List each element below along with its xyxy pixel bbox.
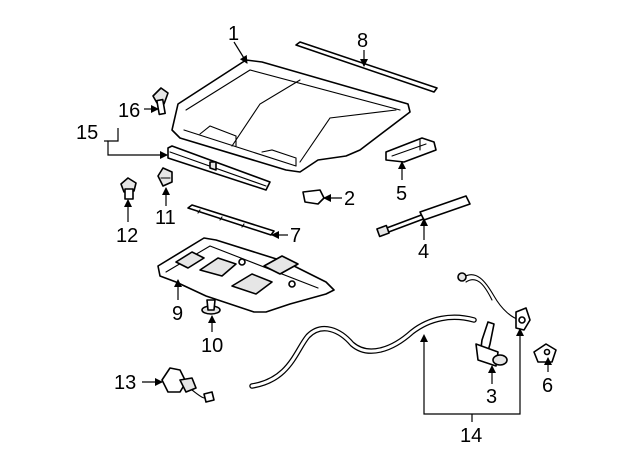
hood-release-cable <box>249 272 531 389</box>
callout-2: 2 <box>344 188 355 210</box>
callout-16: 16 <box>118 100 140 122</box>
hood-panel <box>171 59 411 173</box>
callout-4: 4 <box>418 241 429 263</box>
bracket-6 <box>533 343 557 363</box>
callout-9: 9 <box>172 303 183 325</box>
callout-6: 6 <box>542 375 553 397</box>
leader-lines <box>104 41 552 422</box>
hood-front-molding <box>167 145 271 191</box>
callout-13: 13 <box>114 372 136 394</box>
callout-14: 14 <box>460 425 482 447</box>
leader-14 <box>423 330 521 415</box>
callout-8: 8 <box>357 30 368 52</box>
hood-seal-strip <box>187 204 275 236</box>
retainer-clip-10 <box>201 299 221 315</box>
callout-labels: 1 2 3 4 5 6 7 8 9 10 11 12 13 14 15 16 <box>76 23 553 447</box>
hood-insulator <box>157 237 335 313</box>
callout-12: 12 <box>116 225 138 247</box>
callout-15: 15 <box>76 122 98 144</box>
hood-lift-support <box>376 195 471 238</box>
callout-1: 1 <box>228 23 239 45</box>
hood-release-handle <box>161 367 215 403</box>
callout-7: 7 <box>290 225 301 247</box>
leader-1 <box>233 41 248 64</box>
hood-latch-handle <box>475 321 508 367</box>
bolt-12 <box>120 177 137 200</box>
leader-15 <box>107 128 168 159</box>
callout-10: 10 <box>201 335 223 357</box>
hood-hinge-bracket <box>385 137 437 163</box>
hood-weatherstrip <box>295 41 438 93</box>
hood-bumper <box>302 189 325 205</box>
callout-11: 11 <box>155 207 176 229</box>
bolt-16 <box>152 87 169 116</box>
callout-3: 3 <box>486 386 497 408</box>
callout-5: 5 <box>396 183 407 205</box>
clip-11 <box>157 167 173 187</box>
